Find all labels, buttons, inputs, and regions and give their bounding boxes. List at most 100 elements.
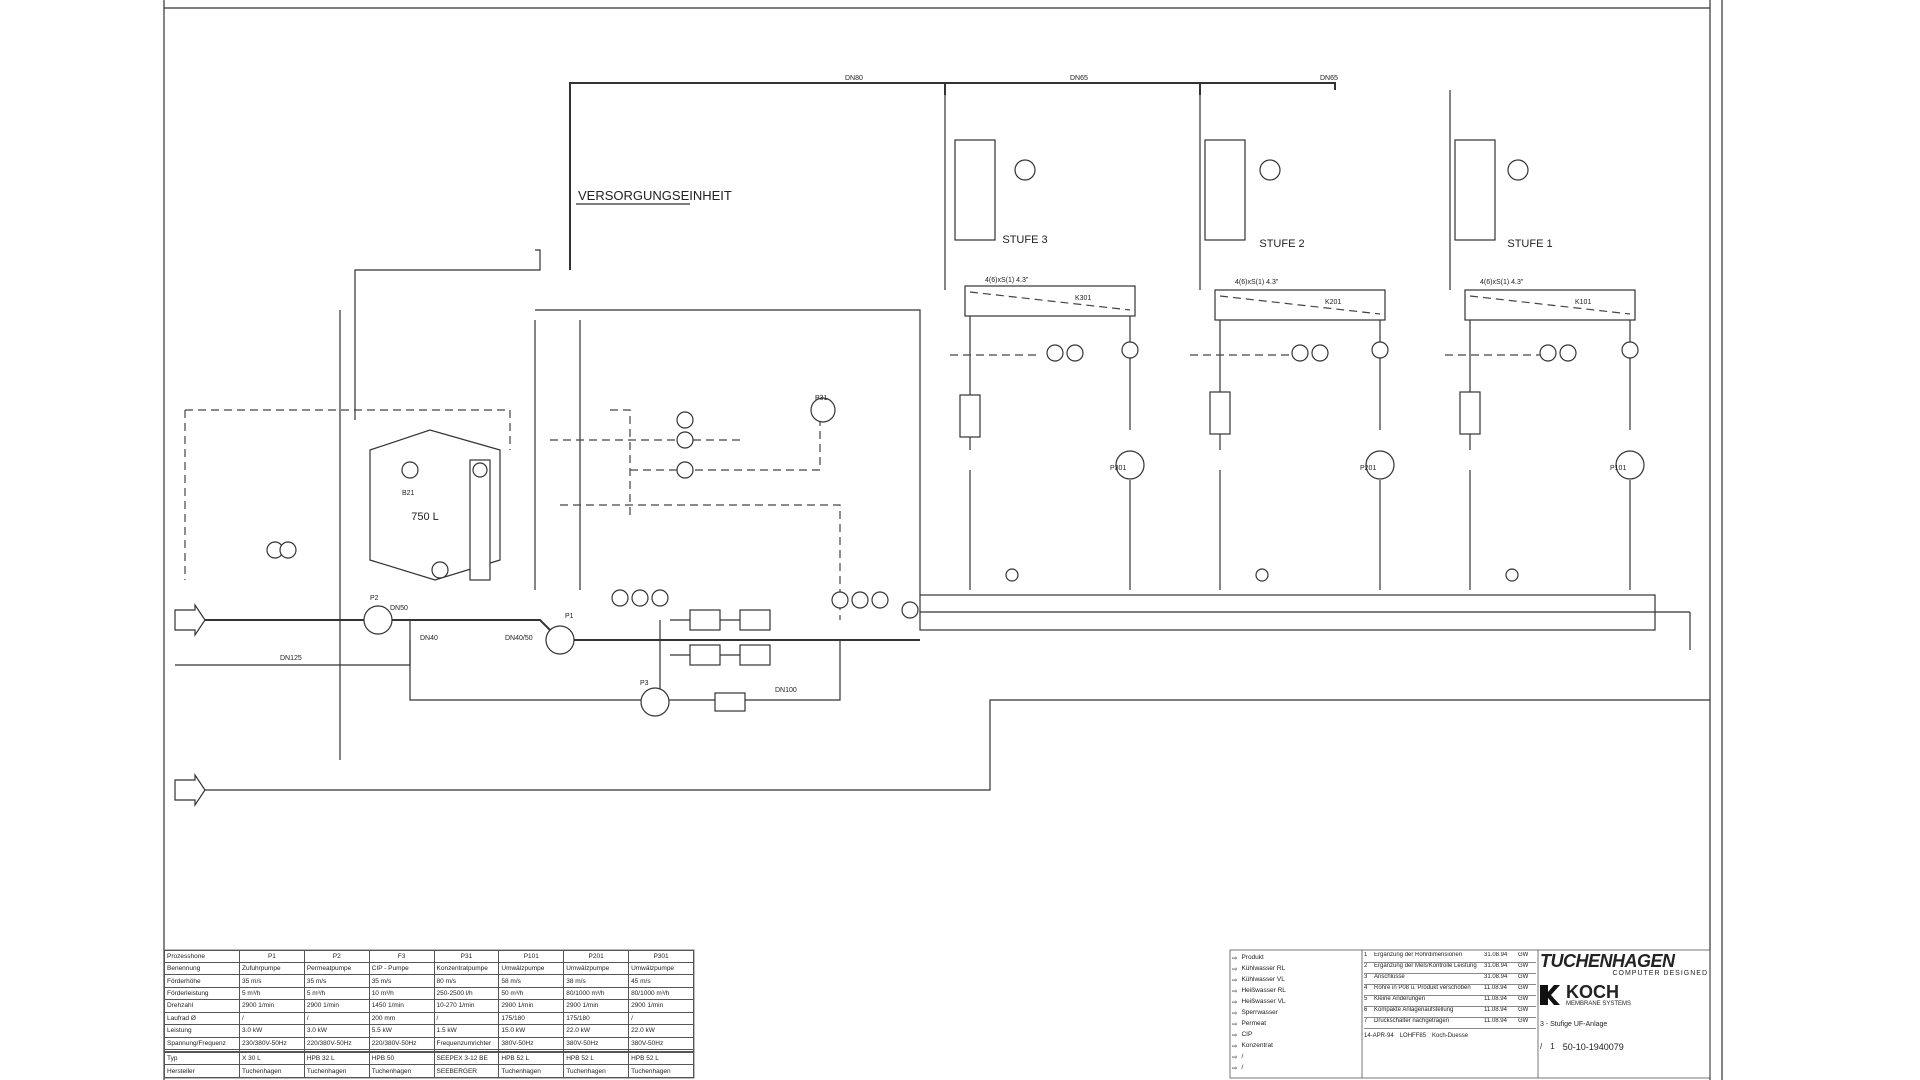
table-cell: Benennung: [164, 961, 240, 976]
legend-item: ⇨/: [1232, 1051, 1360, 1062]
table-header-cell: P31: [433, 950, 500, 963]
brand-logo-sub: MEMBRANE SYSTEMS: [1566, 1001, 1632, 1007]
revision-cell: GW: [1518, 996, 1529, 1002]
revision-cell: 11.08.94: [1484, 996, 1507, 1002]
arrow-icon: ⇨: [1232, 976, 1238, 984]
table-cell: 38 m/s: [563, 974, 630, 988]
table-cell: 3.0 kW: [239, 1024, 305, 1038]
stage-2-label: STUFE 2: [1259, 238, 1304, 250]
brand-logo-word: KOCH: [1566, 982, 1619, 1002]
table-cell: Tuchenhagen: [628, 1064, 694, 1078]
table-cell: 45 m/s: [628, 974, 694, 988]
table-cell: 250-2500 l/h: [433, 986, 500, 1001]
table-cell: Förderleistung: [164, 986, 240, 1001]
legend-item-label: /: [1241, 1064, 1244, 1071]
table-cell: 2900 1/min: [563, 999, 630, 1013]
revision-cell: 31.08.94: [1484, 952, 1508, 958]
table-cell: 220/380V-50Hz: [303, 1036, 370, 1050]
stage-3-loop: K301: [1075, 295, 1091, 302]
table-cell: 80/1000 m³/h: [563, 986, 630, 1001]
revision-cell: 7: [1364, 1018, 1368, 1024]
drawn-date: 14-APR-94: [1364, 1033, 1394, 1039]
table-cell: 22.0 kW: [563, 1024, 630, 1038]
title-block: TUCHENHAGEN COMPUTER DESIGNED KOCH MEMBR…: [1540, 952, 1708, 1076]
table-cell: Umwälzpumpe: [628, 961, 694, 976]
revision-cell: 6: [1364, 1007, 1368, 1013]
legend-block: [1229, 949, 1711, 1079]
arrow-icon: ⇨: [1232, 1031, 1238, 1039]
pipe-label-dn40: DN40: [420, 635, 438, 642]
revision-cell: 3: [1364, 974, 1368, 980]
table-cell: 5.5 kW: [368, 1024, 435, 1038]
sheet-value: 1: [1550, 1042, 1555, 1051]
revision-cell: GW: [1518, 1018, 1529, 1024]
pump-p2-label: P2: [370, 595, 379, 602]
table-cell: Konzentratpumpe: [433, 961, 500, 976]
table-cell: 15.0 kW: [498, 1024, 565, 1038]
heat-exchanger-p31: [810, 397, 836, 423]
pipe-label-dn100: DN100: [775, 687, 797, 694]
revision-cell: GW: [1518, 985, 1529, 991]
revision-cell: Kompakte Anlagenaufstellung: [1374, 1007, 1454, 1013]
pump-p1-label: P1: [565, 613, 574, 620]
table-cell: 220/380V-50Hz: [368, 1036, 435, 1050]
table-cell: 5 m³/h: [303, 986, 370, 1001]
stage-3-pump: P301: [1110, 465, 1126, 472]
table-cell: SEEBERGER: [433, 1064, 500, 1078]
arrow-icon: ⇨: [1232, 1064, 1238, 1072]
legend-item-label: /: [1241, 1053, 1244, 1060]
table-cell: 1.5 kW: [433, 1024, 500, 1038]
table-cell: 200 mm: [368, 1011, 435, 1026]
legend-item-label: Konzentrat: [1241, 1042, 1273, 1049]
table-cell: 10-270 1/min: [433, 999, 500, 1013]
stage-1-label: STUFE 1: [1507, 238, 1552, 250]
pipe-label-dn125: DN125: [280, 655, 302, 662]
table-header-cell: P301: [628, 950, 694, 963]
stage-2: STUFE 2 4(6)xS(1) 4.3" K201 P201: [1199, 90, 1395, 590]
table-cell: Drehzahl: [164, 999, 240, 1013]
revision-cell: 4: [1364, 985, 1368, 991]
table-cell: SEEPEX 3-12 BE: [433, 1052, 500, 1066]
table-cell: HPB 50: [368, 1052, 435, 1066]
legend-item: ⇨CIP: [1232, 1029, 1360, 1040]
table-cell: X 30 L: [239, 1052, 305, 1066]
stage-3-module: 4(6)xS(1) 4.3": [985, 277, 1029, 284]
legend-item: ⇨Permeat: [1232, 1018, 1360, 1029]
revision-cell: Rohre in P08 u. Produkt verschoben: [1374, 985, 1471, 991]
drawing-title: 3 - Stufige UF-Anlage: [1540, 1021, 1608, 1028]
svg-text:DN65: DN65: [1070, 75, 1088, 82]
table-cell: /: [239, 1011, 305, 1026]
table-cell: 230/380V-50Hz: [239, 1036, 305, 1050]
stage-1: STUFE 1 4(6)xS(1) 4.3" K101 P101: [1449, 90, 1645, 590]
table-cell: 175/180: [498, 1011, 565, 1026]
revision-cell: 5: [1364, 996, 1368, 1002]
pump-p3-label: P3: [640, 680, 649, 687]
table-cell: 380V-50Hz: [498, 1036, 565, 1050]
stage-3: STUFE 3 4(6)xS(1) 4.3" K301 P301: [944, 90, 1145, 590]
scale-value: /: [1540, 1042, 1543, 1051]
legend-item: ⇨Kühlwasser VL: [1232, 974, 1360, 985]
svg-text:DN65: DN65: [1320, 75, 1338, 82]
table-cell: Förderhöhe: [164, 974, 240, 988]
table-cell: 1450 1/min: [368, 999, 435, 1013]
arrow-icon: ⇨: [1232, 1009, 1238, 1017]
revision-cell: Kleine Änderungen: [1374, 996, 1426, 1002]
valve-cluster: [266, 411, 919, 712]
pump-p1: [545, 625, 575, 655]
arrow-icon: ⇨: [1232, 965, 1238, 973]
table-cell: Tuchenhagen: [563, 1064, 630, 1078]
revision-cell: 31.08.94: [1484, 963, 1508, 969]
arrow-icon: ⇨: [1232, 1020, 1238, 1028]
revision-cell: 11.08.94: [1484, 1007, 1507, 1013]
revision-cell: Ergänzung der Rohrdimensionen: [1374, 952, 1463, 958]
table-cell: 380V-50Hz: [628, 1036, 694, 1050]
drawn-by: Koch-Duesse: [1432, 1033, 1469, 1039]
legend-item-label: CIP: [1241, 1031, 1253, 1038]
arrow-icon: ⇨: [1232, 1042, 1238, 1050]
legend-item: ⇨Produkt: [1232, 952, 1360, 963]
